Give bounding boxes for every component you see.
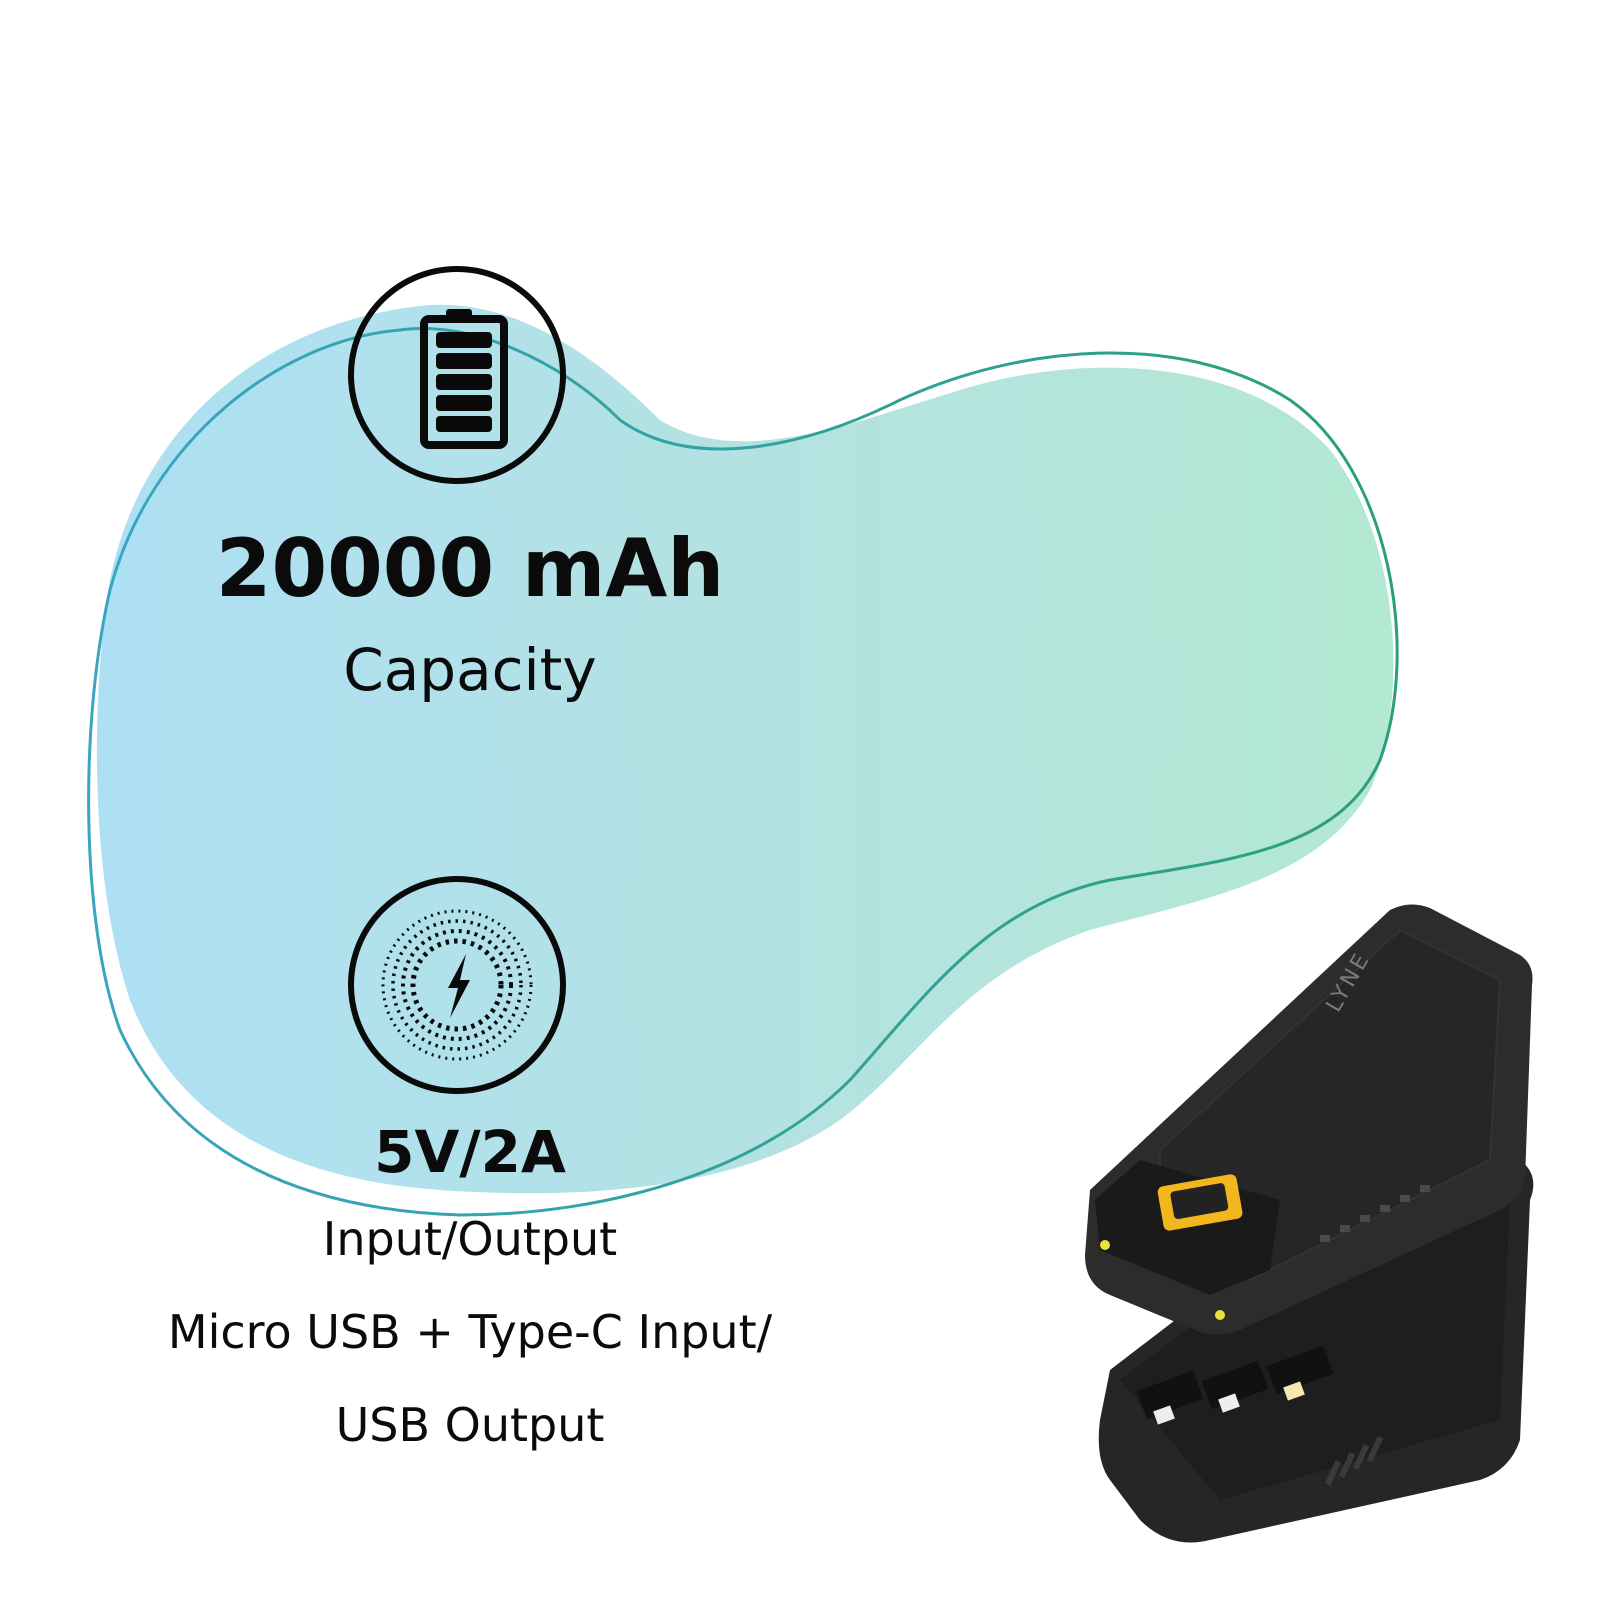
ports-detail-line1: Micro USB + Type-C Input/	[167, 1305, 773, 1359]
ports-detail-line2: USB Output	[335, 1398, 605, 1452]
power-bank-product-image: LYNE	[1085, 904, 1534, 1543]
blob-outline	[87, 327, 1399, 1217]
capacity-label: Capacity	[343, 636, 597, 704]
power-bank-top: LYNE	[1085, 904, 1533, 1335]
capacity-value: 20000 mAh	[215, 522, 725, 615]
io-rating-label: Input/Output	[322, 1212, 618, 1266]
io-rating-value: 5V/2A	[374, 1118, 566, 1186]
wireless-charge-bolt-icon	[381, 909, 533, 1061]
battery-full-icon	[420, 309, 508, 449]
charge-icon-circle	[348, 876, 566, 1094]
battery-icon-circle	[348, 266, 566, 484]
